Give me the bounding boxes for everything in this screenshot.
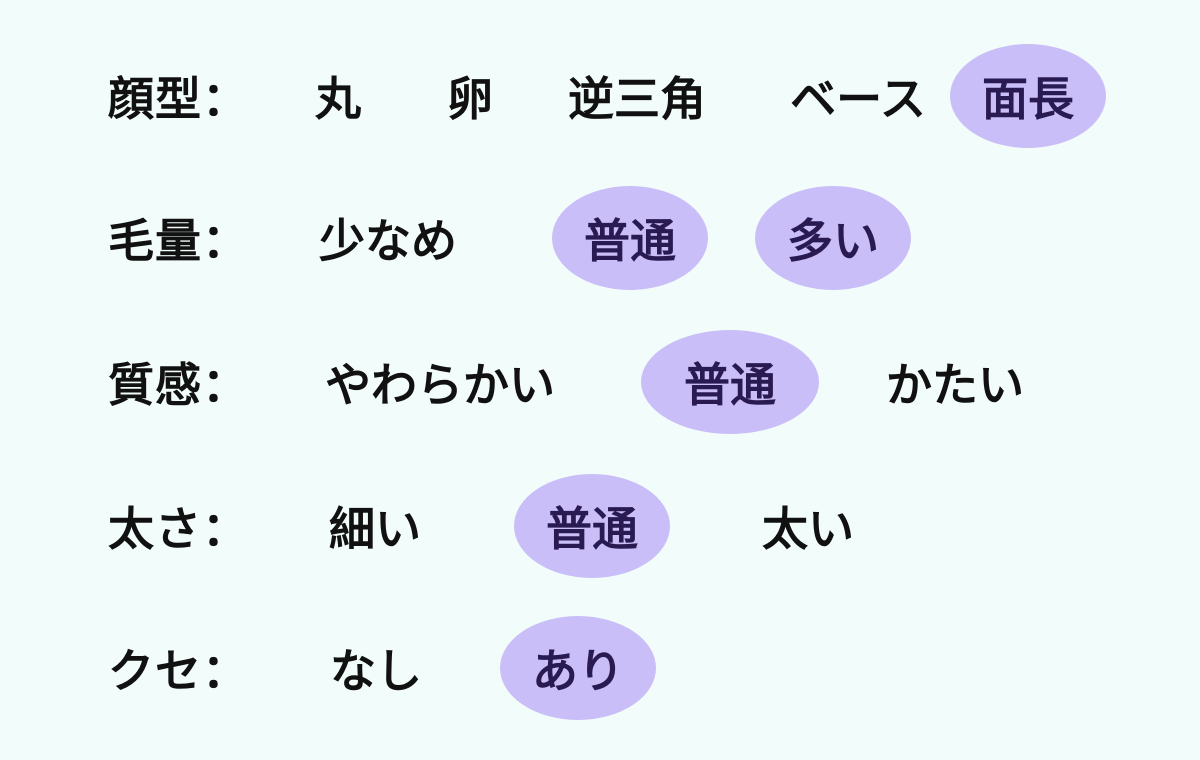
option-hair-thickness-2-selected[interactable]: 普通: [514, 474, 670, 578]
row-hair-wave: クセ： なし あり: [0, 616, 1200, 720]
row-label-hair-texture: 質感：: [108, 358, 249, 412]
row-face-shape: 顔型： 丸 卵 逆三角 ベース面長: [0, 44, 1200, 148]
option-face-shape-3[interactable]: 逆三角: [568, 72, 706, 126]
row-label-hair-thickness: 太さ：: [108, 502, 249, 556]
option-hair-texture-3[interactable]: かたい: [886, 358, 1024, 412]
row-label-hair-volume: 毛量：: [108, 214, 249, 268]
option-hair-texture-2-selected[interactable]: 普通: [641, 330, 819, 434]
row-label-hair-wave: クセ：: [108, 644, 249, 698]
option-hair-volume-3-selected[interactable]: 多い: [755, 186, 911, 290]
option-face-shape-2[interactable]: 卵: [447, 72, 493, 126]
option-face-shape-4[interactable]: ベース: [790, 72, 926, 126]
option-hair-wave-1[interactable]: なし: [330, 644, 422, 698]
option-face-shape-1[interactable]: 丸: [315, 72, 361, 126]
row-hair-thickness: 太さ： 細い 普通 太い: [0, 474, 1200, 578]
option-hair-wave-2-selected[interactable]: あり: [500, 616, 656, 720]
option-hair-thickness-3[interactable]: 太い: [762, 502, 854, 556]
option-face-shape-5-selected[interactable]: 面長: [950, 44, 1106, 148]
row-hair-volume: 毛量： 少なめ 普通多い: [0, 186, 1200, 290]
option-hair-volume-1[interactable]: 少なめ: [319, 214, 457, 268]
option-hair-thickness-1[interactable]: 細い: [329, 502, 421, 556]
option-hair-texture-1[interactable]: やわらかい: [325, 358, 555, 412]
row-hair-texture: 質感： やわらかい 普通 かたい: [0, 330, 1200, 434]
row-label-face-shape: 顔型：: [108, 72, 249, 126]
option-hair-volume-2-selected[interactable]: 普通: [552, 186, 708, 290]
